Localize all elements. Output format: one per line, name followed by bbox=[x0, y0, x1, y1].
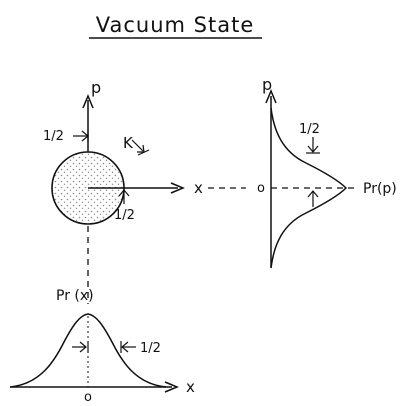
pr-x-label: Pr (x) bbox=[56, 288, 94, 304]
half-width-label-right: 1/2 bbox=[114, 208, 135, 223]
p-axis-main-label: p bbox=[91, 78, 101, 97]
x-axis-main-arrowhead bbox=[170, 182, 185, 194]
half-width-arrowhead-pr-x-right bbox=[121, 341, 129, 353]
diagram-title: Vacuum State bbox=[96, 13, 255, 37]
half-width-label-top: 1/2 bbox=[43, 129, 64, 144]
p-axis-right-label: p bbox=[262, 75, 272, 94]
half-width-label-pr-x: 1/2 bbox=[140, 341, 161, 356]
x-axis-bottom-arrowhead bbox=[164, 381, 179, 393]
origin-label-bottom: o bbox=[84, 390, 92, 401]
k-arrow-line bbox=[131, 139, 144, 152]
k-label: K bbox=[123, 134, 134, 152]
gaussian-pr-x-curve bbox=[9, 313, 167, 388]
x-axis-main-label: x bbox=[194, 179, 203, 197]
pr-p-label: Pr(p) bbox=[363, 181, 397, 197]
origin-label-right: o bbox=[257, 181, 265, 196]
p-axis-right-arrowhead bbox=[265, 89, 277, 104]
k-arrow-tick bbox=[137, 149, 150, 156]
half-width-arrowhead-pr-p-upper bbox=[307, 145, 319, 153]
p-axis-main-arrowhead bbox=[82, 94, 94, 109]
half-width-arrowhead-pr-x-left bbox=[79, 341, 87, 353]
half-width-label-pr-p: 1/2 bbox=[299, 122, 320, 137]
half-width-arrowhead-right bbox=[118, 189, 130, 197]
gaussian-pr-p-curve bbox=[270, 107, 348, 269]
half-width-arrowhead-pr-p-lower bbox=[307, 190, 319, 198]
x-axis-bottom-label: x bbox=[186, 378, 195, 396]
